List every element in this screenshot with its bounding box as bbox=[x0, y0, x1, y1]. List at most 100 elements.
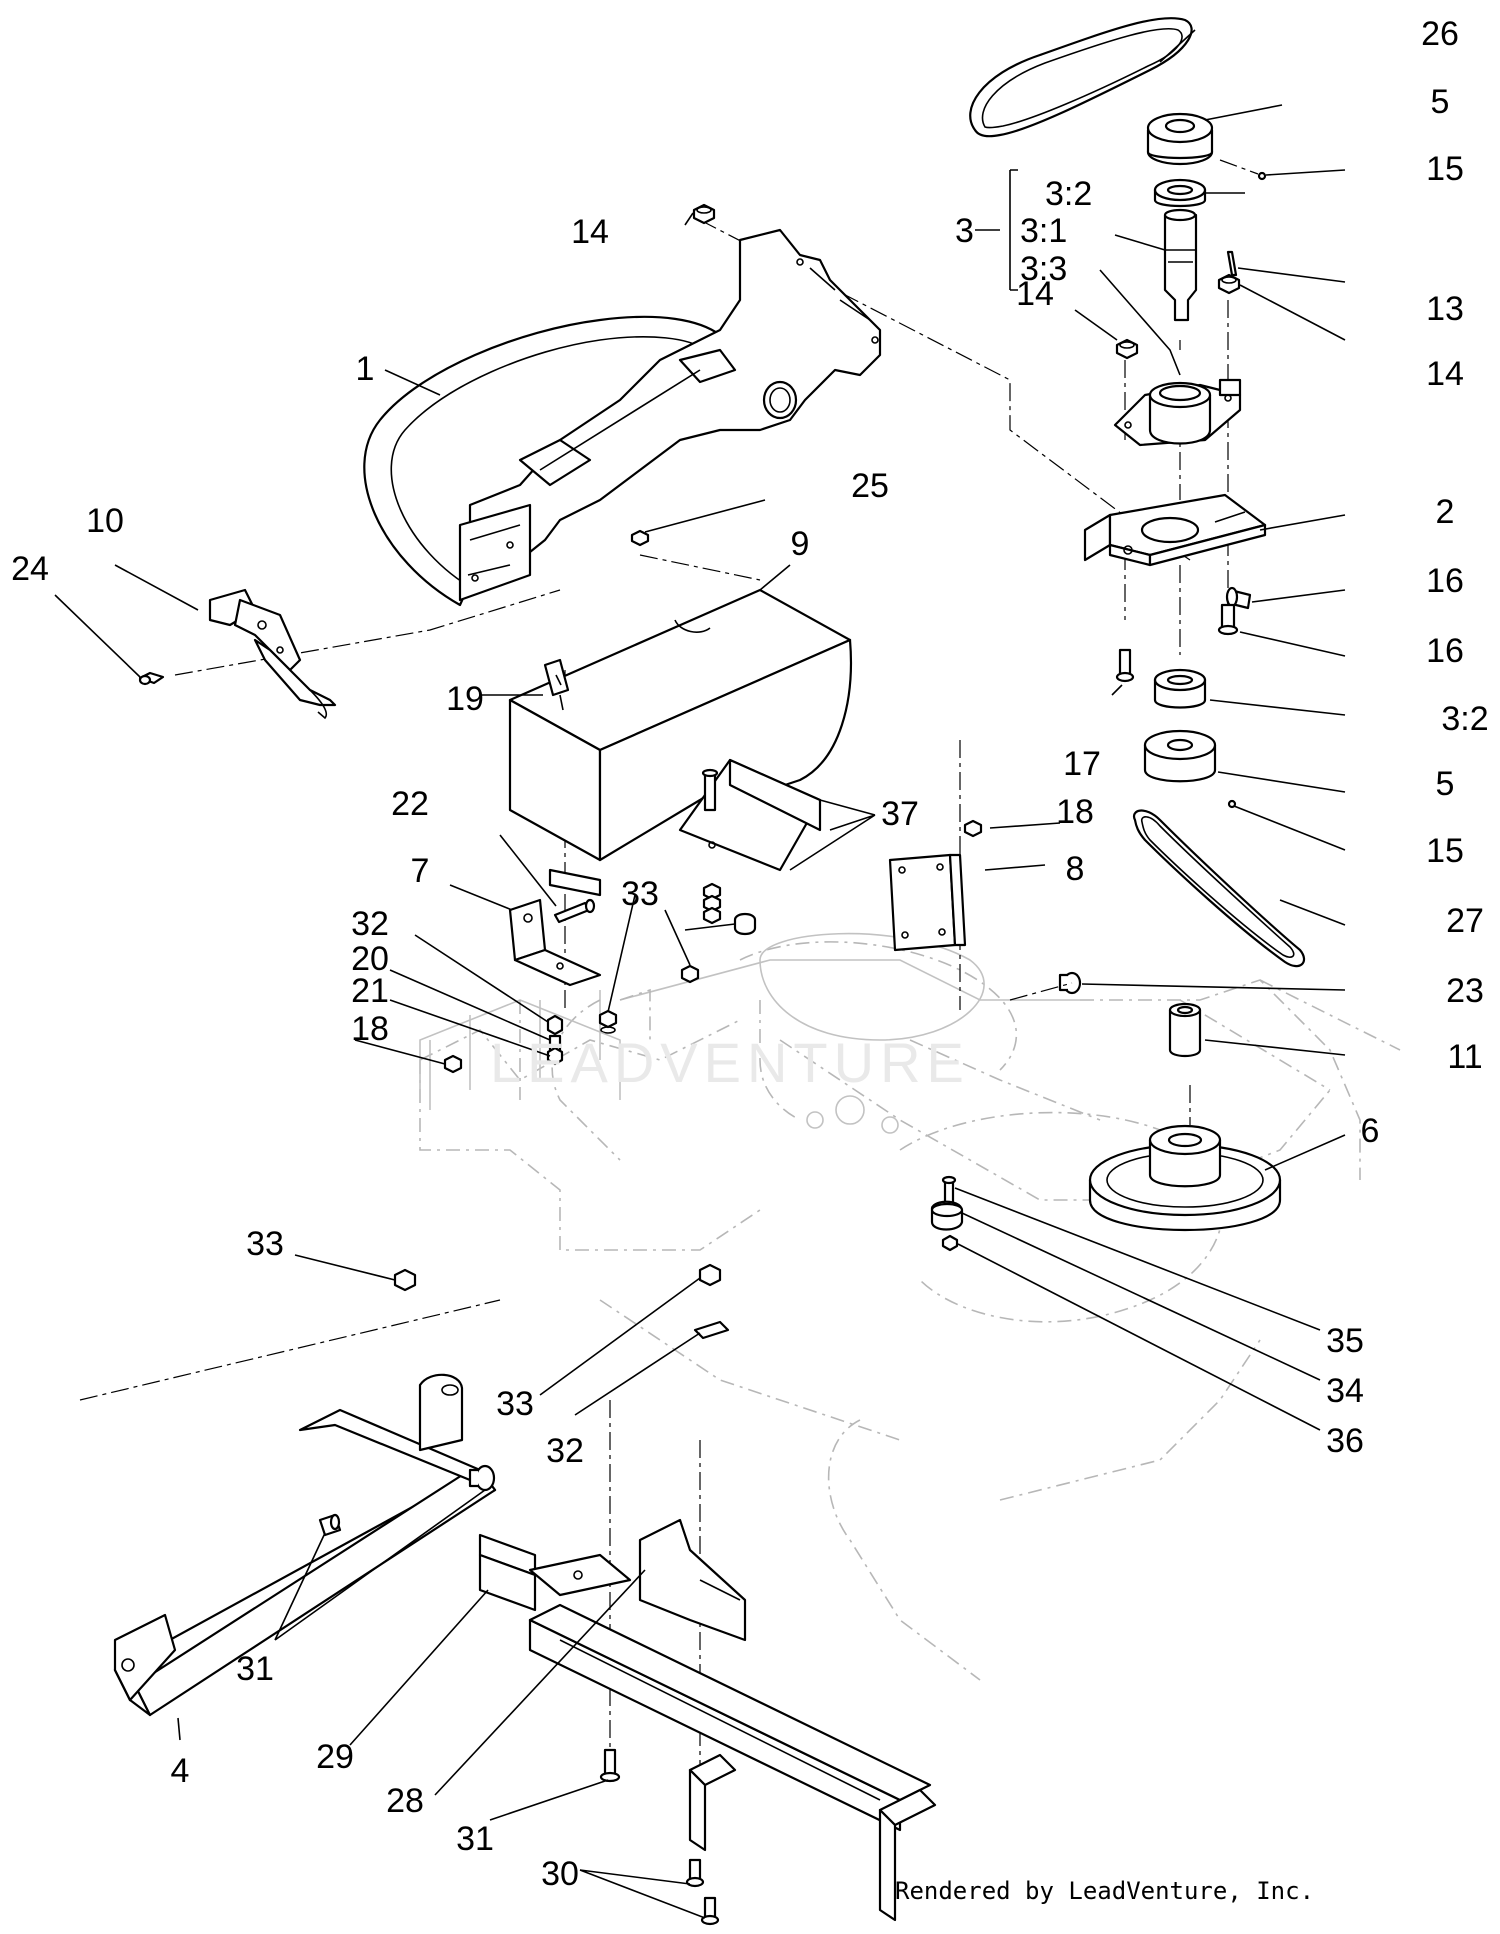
nut-part-33-b bbox=[680, 964, 700, 984]
callout-label: 7 bbox=[411, 852, 430, 890]
nut-part-36 bbox=[941, 1234, 959, 1252]
setscrew-part-15-lower bbox=[1227, 799, 1237, 809]
washer-part-32-lower bbox=[693, 1320, 730, 1340]
bolt-part-31-lower bbox=[599, 1748, 621, 1783]
callout-label: 9 bbox=[791, 525, 810, 563]
bolt-part-24 bbox=[138, 671, 165, 686]
nut-part-25 bbox=[630, 529, 650, 547]
pulley-part-6 bbox=[1088, 1124, 1282, 1231]
tube-part-4 bbox=[113, 1373, 497, 1717]
belt-part-27 bbox=[1132, 809, 1306, 968]
cover-part-9 bbox=[508, 588, 852, 897]
callout-label: 14 bbox=[1426, 355, 1464, 393]
callout-label: 22 bbox=[391, 785, 429, 823]
callout-label: 24 bbox=[11, 550, 49, 588]
callout-label: 25 bbox=[851, 467, 889, 505]
leader-lines bbox=[54, 29, 1346, 1919]
hardware-part-37 bbox=[702, 882, 722, 925]
callout-label: 18 bbox=[1056, 793, 1094, 831]
belt-part-26 bbox=[969, 16, 1193, 138]
callout-label: 36 bbox=[1326, 1422, 1364, 1460]
callout-label: 5 bbox=[1431, 83, 1450, 121]
callout-label: 18 bbox=[351, 1010, 389, 1048]
bracket-part-2 bbox=[1083, 493, 1267, 567]
callout-label: 30 bbox=[541, 1855, 579, 1893]
callout-label: 31 bbox=[456, 1820, 494, 1858]
bushing-part-34 bbox=[930, 1200, 964, 1231]
callout-label: 2 bbox=[1436, 493, 1455, 531]
callout-label: 33 bbox=[496, 1385, 534, 1423]
nut-part-14-b bbox=[1115, 338, 1139, 360]
bolt-part-16-a bbox=[1225, 586, 1252, 610]
belt-guard-part-1 bbox=[363, 228, 882, 607]
bracket-part-7 bbox=[508, 898, 602, 987]
callout-label: 28 bbox=[386, 1782, 424, 1820]
bumper-part-28 bbox=[528, 1518, 937, 1922]
latch-part-10 bbox=[208, 588, 337, 720]
callout-label: 13 bbox=[1426, 290, 1464, 328]
callout-label: 3:3 bbox=[1020, 250, 1067, 288]
callout-label: 32 bbox=[546, 1432, 584, 1470]
bracket-part-37 bbox=[678, 758, 822, 872]
callout-label: 10 bbox=[86, 502, 124, 540]
callout-label: 11 bbox=[1447, 1038, 1482, 1076]
callout-label: 15 bbox=[1426, 832, 1464, 870]
callout-label: 26 bbox=[1421, 15, 1459, 53]
callout-label: 23 bbox=[1446, 972, 1484, 1010]
callout-label: 16 bbox=[1426, 632, 1464, 670]
pin-part-23 bbox=[1009, 971, 1082, 1001]
callout-label: 16 bbox=[1426, 562, 1464, 600]
pin-part-31-upper bbox=[468, 1464, 496, 1492]
nut-part-18-left bbox=[443, 1054, 463, 1074]
pulley-part-5-upper bbox=[1146, 112, 1214, 166]
callout-label: 15 bbox=[1426, 150, 1464, 188]
pin-part-19 bbox=[543, 658, 570, 711]
callout-label: 34 bbox=[1326, 1372, 1364, 1410]
bolt-part-30-a bbox=[685, 1858, 705, 1888]
bolt-part-30-b bbox=[700, 1896, 720, 1926]
nut-part-18-upper bbox=[963, 819, 983, 838]
nut-part-14-a bbox=[692, 203, 716, 225]
callout-label: 17 bbox=[1063, 745, 1101, 783]
callout-label: 31 bbox=[236, 1650, 274, 1688]
callout-label: 1 bbox=[356, 350, 375, 388]
callout-label: 33 bbox=[246, 1225, 284, 1263]
bracket-part-29 bbox=[478, 1533, 632, 1612]
bolt-part-22 bbox=[553, 898, 596, 924]
callout-label: 14 bbox=[571, 213, 609, 251]
key-part-13 bbox=[1226, 250, 1238, 277]
callout-label: 3:1 bbox=[1020, 212, 1067, 250]
bearing-part-3-2-upper bbox=[1153, 178, 1207, 208]
washer-part-32-left bbox=[546, 1014, 564, 1036]
callout-label: 29 bbox=[316, 1738, 354, 1776]
bolt-part-17 bbox=[1115, 648, 1135, 683]
callout-label: 6 bbox=[1361, 1112, 1380, 1150]
callout-label: 33 bbox=[621, 875, 659, 913]
callout-label: 3 bbox=[955, 212, 974, 250]
plate-part-8 bbox=[888, 853, 967, 952]
callout-label: 27 bbox=[1446, 902, 1484, 940]
bolt-part-31-upper bbox=[318, 1513, 342, 1537]
nut-part-33-a bbox=[598, 1009, 618, 1034]
callout-label: 35 bbox=[1326, 1322, 1364, 1360]
nut-part-14-c bbox=[1217, 273, 1241, 295]
spindle-housing-part-3-3 bbox=[1113, 378, 1242, 447]
nut-part-33-e bbox=[698, 1263, 722, 1287]
callout-label: 32 bbox=[351, 905, 389, 943]
nut-part-33-c bbox=[733, 912, 757, 936]
callout-label: 3:2 bbox=[1045, 175, 1092, 213]
callout-label: 19 bbox=[446, 680, 484, 718]
bearing-part-3-2-lower bbox=[1153, 668, 1207, 709]
render-credit: Rendered by LeadVenture, Inc. bbox=[895, 1877, 1315, 1905]
bolt-part-16-b bbox=[1217, 603, 1239, 636]
callout-label: 14 bbox=[1016, 275, 1054, 313]
callout-label: 20 bbox=[351, 940, 389, 978]
spindle-shaft-part-3-1 bbox=[1163, 208, 1198, 322]
alignment-lines bbox=[79, 219, 1229, 1780]
spacer-part-11 bbox=[1168, 1002, 1202, 1058]
callout-label: 3:2 bbox=[1441, 700, 1488, 738]
chassis-frame bbox=[419, 988, 1101, 1134]
watermark-text: LEADVENTURE bbox=[490, 1031, 970, 1094]
